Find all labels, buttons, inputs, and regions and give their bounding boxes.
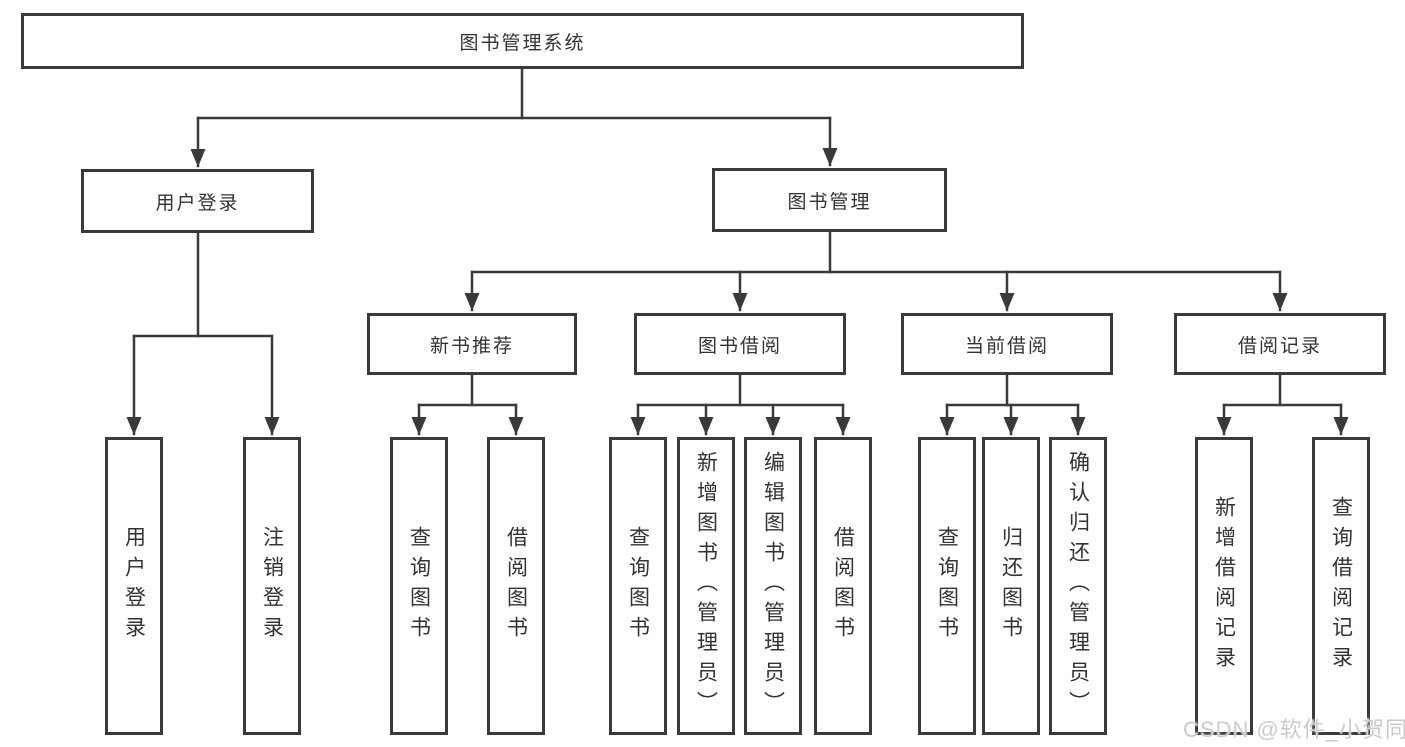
csdn-watermark: CSDN @软件_小贺同学 bbox=[1183, 717, 1405, 742]
leaf-logout: 注销登录 bbox=[243, 437, 301, 735]
node-label: 注销登录 bbox=[260, 526, 284, 646]
leaf-borrow-add-books-admin: 新增图书（管理员） bbox=[677, 437, 735, 735]
leaf-records-query-record: 查询借阅记录 bbox=[1312, 437, 1370, 735]
leaf-borrow-borrow-books: 借阅图书 bbox=[814, 437, 872, 735]
leaf-borrow-query-books: 查询图书 bbox=[609, 437, 667, 735]
node-label: 查询图书 bbox=[935, 526, 959, 646]
node-label: 借阅记录 bbox=[1237, 335, 1322, 357]
node-label: 编辑图书（管理员） bbox=[761, 451, 785, 721]
node-book-borrowing: 图书借阅 bbox=[634, 313, 846, 375]
node-label: 用户登录 bbox=[122, 526, 146, 646]
leaf-current-query-books: 查询图书 bbox=[918, 437, 976, 735]
node-label: 图书管理 bbox=[787, 191, 872, 213]
leaf-current-return-books: 归还图书 bbox=[982, 437, 1040, 735]
node-label: 借阅图书 bbox=[831, 526, 855, 646]
node-label: 图书借阅 bbox=[697, 335, 782, 357]
node-borrowing-records: 借阅记录 bbox=[1174, 313, 1386, 375]
leaf-records-add-record: 新增借阅记录 bbox=[1195, 437, 1253, 735]
node-label: 确认归还（管理员） bbox=[1066, 451, 1090, 721]
node-label: 归还图书 bbox=[999, 526, 1023, 646]
node-new-book-recommend: 新书推荐 bbox=[367, 313, 577, 375]
leaf-newbook-borrow-books: 借阅图书 bbox=[487, 437, 545, 735]
node-label: 新书推荐 bbox=[429, 335, 514, 357]
node-label: 查询图书 bbox=[407, 526, 431, 646]
leaf-newbook-query-books: 查询图书 bbox=[390, 437, 448, 735]
node-root-library-system: 图书管理系统 bbox=[21, 13, 1024, 69]
node-label: 借阅图书 bbox=[504, 526, 528, 646]
node-book-management: 图书管理 bbox=[712, 168, 947, 232]
node-label: 用户登录 bbox=[155, 192, 240, 214]
node-label: 查询借阅记录 bbox=[1329, 496, 1353, 676]
node-label: 新增借阅记录 bbox=[1212, 496, 1236, 676]
node-current-borrowing: 当前借阅 bbox=[901, 313, 1113, 375]
leaf-current-confirm-return-admin: 确认归还（管理员） bbox=[1049, 437, 1107, 735]
node-label: 查询图书 bbox=[626, 526, 650, 646]
node-label: 图书管理系统 bbox=[459, 32, 586, 54]
node-user-login: 用户登录 bbox=[81, 169, 314, 233]
node-label: 当前借阅 bbox=[964, 335, 1049, 357]
leaf-user-login: 用户登录 bbox=[105, 437, 163, 735]
leaf-borrow-edit-books-admin: 编辑图书（管理员） bbox=[744, 437, 802, 735]
node-label: 新增图书（管理员） bbox=[694, 451, 718, 721]
